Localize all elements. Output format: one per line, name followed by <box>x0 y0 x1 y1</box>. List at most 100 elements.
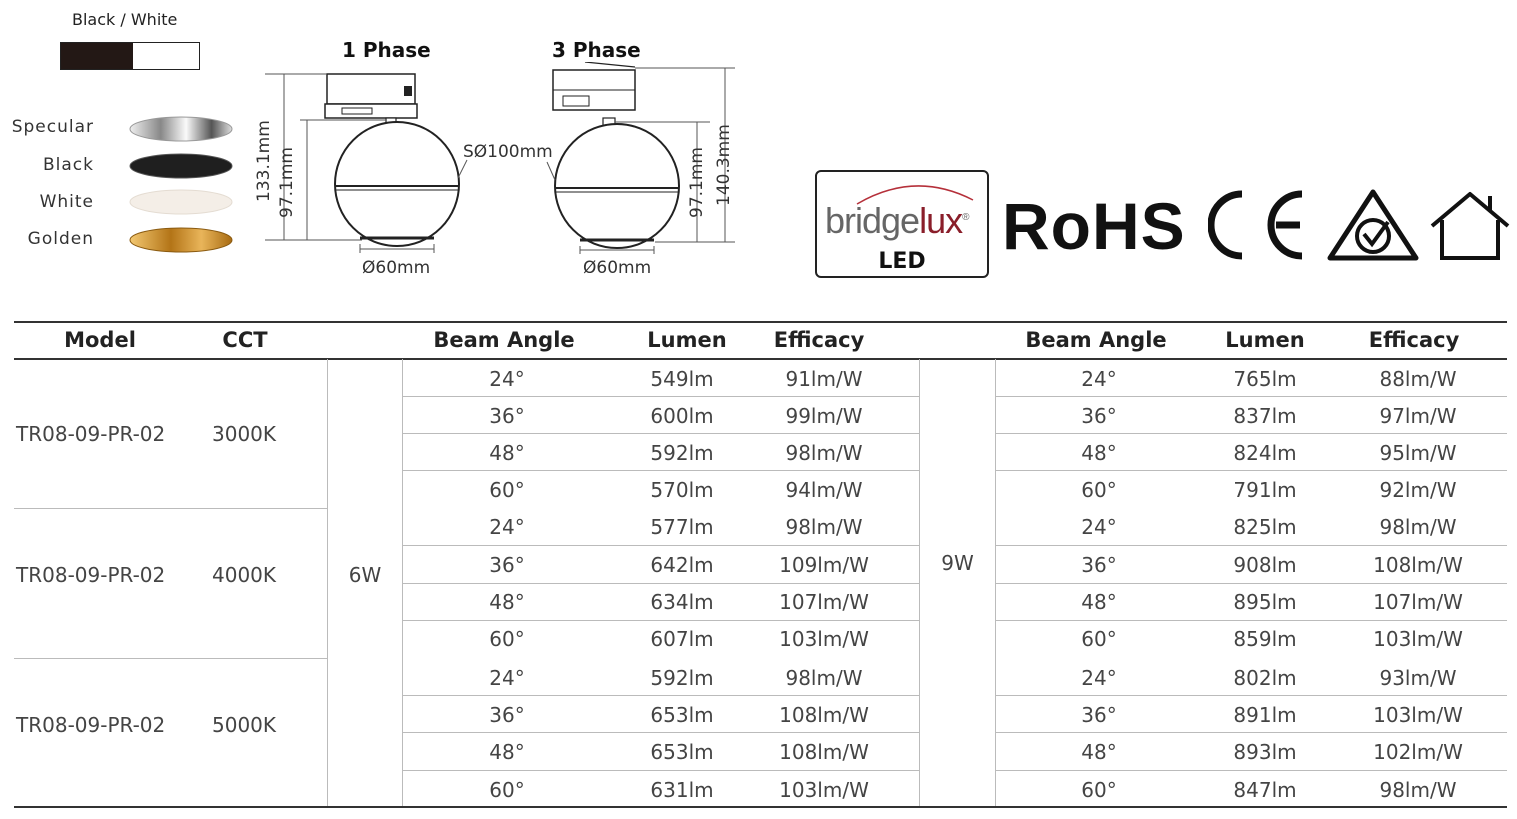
golden-swatch <box>129 227 233 253</box>
row-divider <box>996 470 1507 471</box>
bridgelux-wordmark: bridgelux® <box>825 200 970 242</box>
efficacy-6w-cell: 98lm/W <box>785 515 863 539</box>
lumen-6w-cell: 600lm <box>650 404 714 428</box>
separator-power-9w-left <box>919 359 920 806</box>
efficacy-9w-cell: 93lm/W <box>1379 666 1457 690</box>
col-header-lumen-6w: Lumen <box>647 328 727 352</box>
specular-swatch <box>129 116 233 142</box>
beam-9w-cell: 36° <box>1081 404 1117 428</box>
lumen-9w-cell: 893lm <box>1233 740 1297 764</box>
row-divider <box>996 620 1507 621</box>
phase3-drawing <box>546 62 735 254</box>
sphere-diameter-label: SØ100mm <box>463 142 553 162</box>
lumen-9w-cell: 847lm <box>1233 778 1297 802</box>
lumen-9w-cell: 765lm <box>1233 367 1297 391</box>
phase1-height-total: 133.1mm <box>254 120 274 202</box>
lumen-6w-cell: 634lm <box>650 590 714 614</box>
beam-6w-cell: 24° <box>489 515 525 539</box>
beam-6w-cell: 36° <box>489 703 525 727</box>
white-swatch <box>129 189 233 215</box>
efficacy-9w-cell: 97lm/W <box>1379 404 1457 428</box>
indoor-use-house-icon <box>1430 192 1510 260</box>
beam-6w-cell: 24° <box>489 367 525 391</box>
lumen-6w-cell: 549lm <box>650 367 714 391</box>
bridgelux-bridge-text: bridge <box>825 200 920 241</box>
black-white-label: Black / White <box>72 10 178 29</box>
col-header-beam-6w: Beam Angle <box>433 328 575 352</box>
efficacy-9w-cell: 107lm/W <box>1373 590 1463 614</box>
bridgelux-led-label: LED <box>878 249 926 274</box>
efficacy-9w-cell: 95lm/W <box>1379 441 1457 465</box>
power-9w: 9W <box>941 551 974 575</box>
lumen-6w-cell: 653lm <box>650 703 714 727</box>
lumen-9w-cell: 802lm <box>1233 666 1297 690</box>
group-2-cct: 4000K <box>212 563 277 587</box>
row-divider <box>403 545 919 546</box>
phase1-height-body: 97.1mm <box>277 147 297 218</box>
lumen-6w-cell: 592lm <box>650 666 714 690</box>
black-white-swatch <box>60 42 200 70</box>
white-half <box>133 43 199 69</box>
rohs-logo: RoHS <box>1002 189 1186 263</box>
phase1-base-diameter: Ø60mm <box>362 258 431 278</box>
table-bottom-rule <box>14 806 1507 808</box>
group-separator-1 <box>14 508 327 509</box>
beam-9w-cell: 60° <box>1081 627 1117 651</box>
efficacy-6w-cell: 107lm/W <box>779 590 869 614</box>
col-header-efficacy-6w: Efficacy <box>773 328 865 352</box>
lumen-6w-cell: 607lm <box>650 627 714 651</box>
beam-6w-cell: 60° <box>489 778 525 802</box>
row-divider <box>996 732 1507 733</box>
efficacy-9w-cell: 98lm/W <box>1379 515 1457 539</box>
efficacy-9w-cell: 88lm/W <box>1379 367 1457 391</box>
lumen-9w-cell: 837lm <box>1233 404 1297 428</box>
lumen-9w-cell: 908lm <box>1233 553 1297 577</box>
lumen-9w-cell: 895lm <box>1233 590 1297 614</box>
beam-6w-cell: 60° <box>489 627 525 651</box>
lumen-6w-cell: 642lm <box>650 553 714 577</box>
beam-9w-cell: 60° <box>1081 478 1117 502</box>
beam-6w-cell: 48° <box>489 740 525 764</box>
efficacy-6w-cell: 98lm/W <box>785 666 863 690</box>
lumen-9w-cell: 824lm <box>1233 441 1297 465</box>
row-divider <box>996 433 1507 434</box>
bridgelux-arc-icon <box>856 185 974 205</box>
beam-9w-cell: 48° <box>1081 441 1117 465</box>
beam-6w-cell: 36° <box>489 404 525 428</box>
bridgelux-lux-text: lux <box>919 200 963 241</box>
ce-mark-icon <box>1208 190 1303 260</box>
beam-9w-cell: 60° <box>1081 778 1117 802</box>
black-swatch <box>129 153 233 179</box>
row-divider <box>403 620 919 621</box>
lumen-6w-cell: 577lm <box>650 515 714 539</box>
efficacy-6w-cell: 99lm/W <box>785 404 863 428</box>
beam-9w-cell: 24° <box>1081 515 1117 539</box>
group-3-model: TR08-09-PR-02 <box>16 713 166 737</box>
beam-9w-cell: 36° <box>1081 553 1117 577</box>
lumen-9w-cell: 791lm <box>1233 478 1297 502</box>
bridgelux-reg-mark: ® <box>962 212 969 223</box>
group-2-model: TR08-09-PR-02 <box>16 563 166 587</box>
finish-label-specular: Specular <box>11 117 94 137</box>
group-1-model: TR08-09-PR-02 <box>16 422 166 446</box>
efficacy-6w-cell: 103lm/W <box>779 627 869 651</box>
table-header-rule <box>14 358 1507 360</box>
phase1-drawing <box>265 73 468 253</box>
efficacy-6w-cell: 108lm/W <box>779 740 869 764</box>
separator-power-6w-right <box>402 359 403 806</box>
row-divider <box>403 583 919 584</box>
bridgelux-logo <box>815 170 989 278</box>
phase3-height-total: 140.3mm <box>714 124 734 206</box>
phase3-base-diameter: Ø60mm <box>583 258 652 278</box>
rcm-mark-icon <box>1327 189 1419 261</box>
row-divider <box>996 545 1507 546</box>
beam-9w-cell: 36° <box>1081 703 1117 727</box>
efficacy-9w-cell: 103lm/W <box>1373 627 1463 651</box>
finish-label-black: Black <box>43 155 94 175</box>
phase3-title: 3 Phase <box>552 38 641 62</box>
beam-6w-cell: 48° <box>489 590 525 614</box>
efficacy-9w-cell: 108lm/W <box>1373 553 1463 577</box>
efficacy-9w-cell: 102lm/W <box>1373 740 1463 764</box>
row-divider <box>403 470 919 471</box>
separator-power-6w-left <box>327 359 328 806</box>
